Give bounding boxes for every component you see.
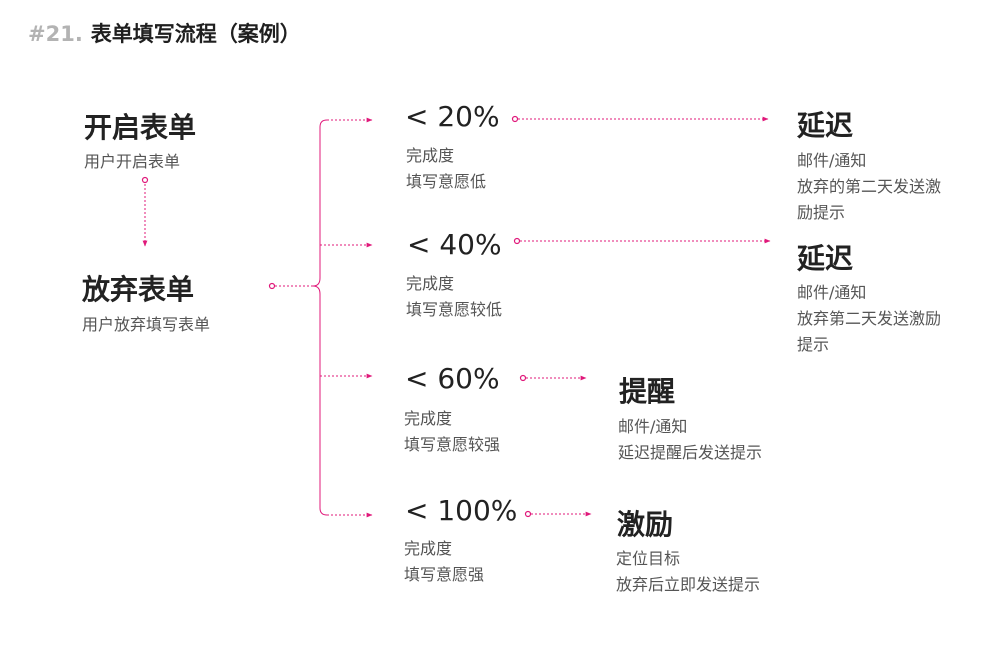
threshold-20-desc: 完成度 填写意愿低 (406, 143, 486, 195)
desc-line: 完成度 (406, 146, 455, 165)
dot-40 (513, 237, 521, 245)
desc-line: 填写意愿较低 (406, 300, 503, 319)
page-title: #21. 表单填写流程（案例） (28, 18, 301, 48)
open-dot (141, 176, 149, 184)
action-delay-heading: 延迟 (797, 109, 854, 142)
threshold-20: < 20% (405, 100, 500, 133)
threshold-100-desc: 完成度 填写意愿强 (404, 536, 484, 588)
dot-20 (511, 115, 519, 123)
open-form-desc: 用户开启表单 (84, 152, 181, 171)
abandon-form-heading: 放弃表单 (82, 273, 195, 306)
action-remind-heading: 提醒 (619, 375, 676, 408)
desc-line: 完成度 (404, 539, 453, 558)
branch-bracket (312, 119, 328, 516)
desc-line: 放弃第二天发送激励 (797, 309, 942, 328)
desc-line: 放弃的第二天发送激 (797, 177, 942, 196)
action-incentive-desc: 定位目标 放弃后立即发送提示 (616, 546, 760, 598)
threshold-40: < 40% (407, 228, 502, 261)
desc-line: 填写意愿较强 (404, 435, 501, 454)
desc-line: 提示 (797, 335, 830, 354)
desc-line: 完成度 (406, 274, 455, 293)
desc-line: 定位目标 (616, 549, 681, 568)
threshold-60-desc: 完成度 填写意愿较强 (404, 406, 500, 458)
abandon-form-desc: 用户放弃填写表单 (82, 315, 211, 334)
threshold-60: < 60% (405, 362, 500, 395)
desc-line: 邮件/通知 (797, 283, 867, 302)
desc-line: 完成度 (404, 409, 453, 428)
action-remind-desc: 邮件/通知 延迟提醒后发送提示 (618, 414, 762, 466)
desc-line: 邮件/通知 (618, 417, 688, 436)
desc-line: 填写意愿强 (404, 565, 485, 584)
open-form-heading: 开启表单 (84, 111, 197, 144)
desc-line: 延迟提醒后发送提示 (618, 443, 763, 462)
title-number: #21. (28, 22, 83, 46)
abandon-dot (268, 282, 276, 290)
desc-line: 励提示 (797, 203, 846, 222)
action-delay-2-heading: 延迟 (797, 242, 854, 275)
dot-100 (524, 510, 532, 518)
dot-60 (519, 374, 527, 382)
threshold-100: < 100% (405, 494, 518, 527)
title-text: 表单填写流程（案例） (90, 22, 301, 46)
desc-line: 放弃后立即发送提示 (616, 575, 761, 594)
desc-line: 邮件/通知 (797, 151, 867, 170)
action-delay-desc: 邮件/通知 放弃的第二天发送激 励提示 (797, 148, 941, 226)
action-delay-2-desc: 邮件/通知 放弃第二天发送激励 提示 (797, 280, 941, 358)
desc-line: 填写意愿低 (406, 172, 487, 191)
threshold-40-desc: 完成度 填写意愿较低 (406, 271, 502, 323)
action-incentive-heading: 激励 (617, 508, 674, 541)
